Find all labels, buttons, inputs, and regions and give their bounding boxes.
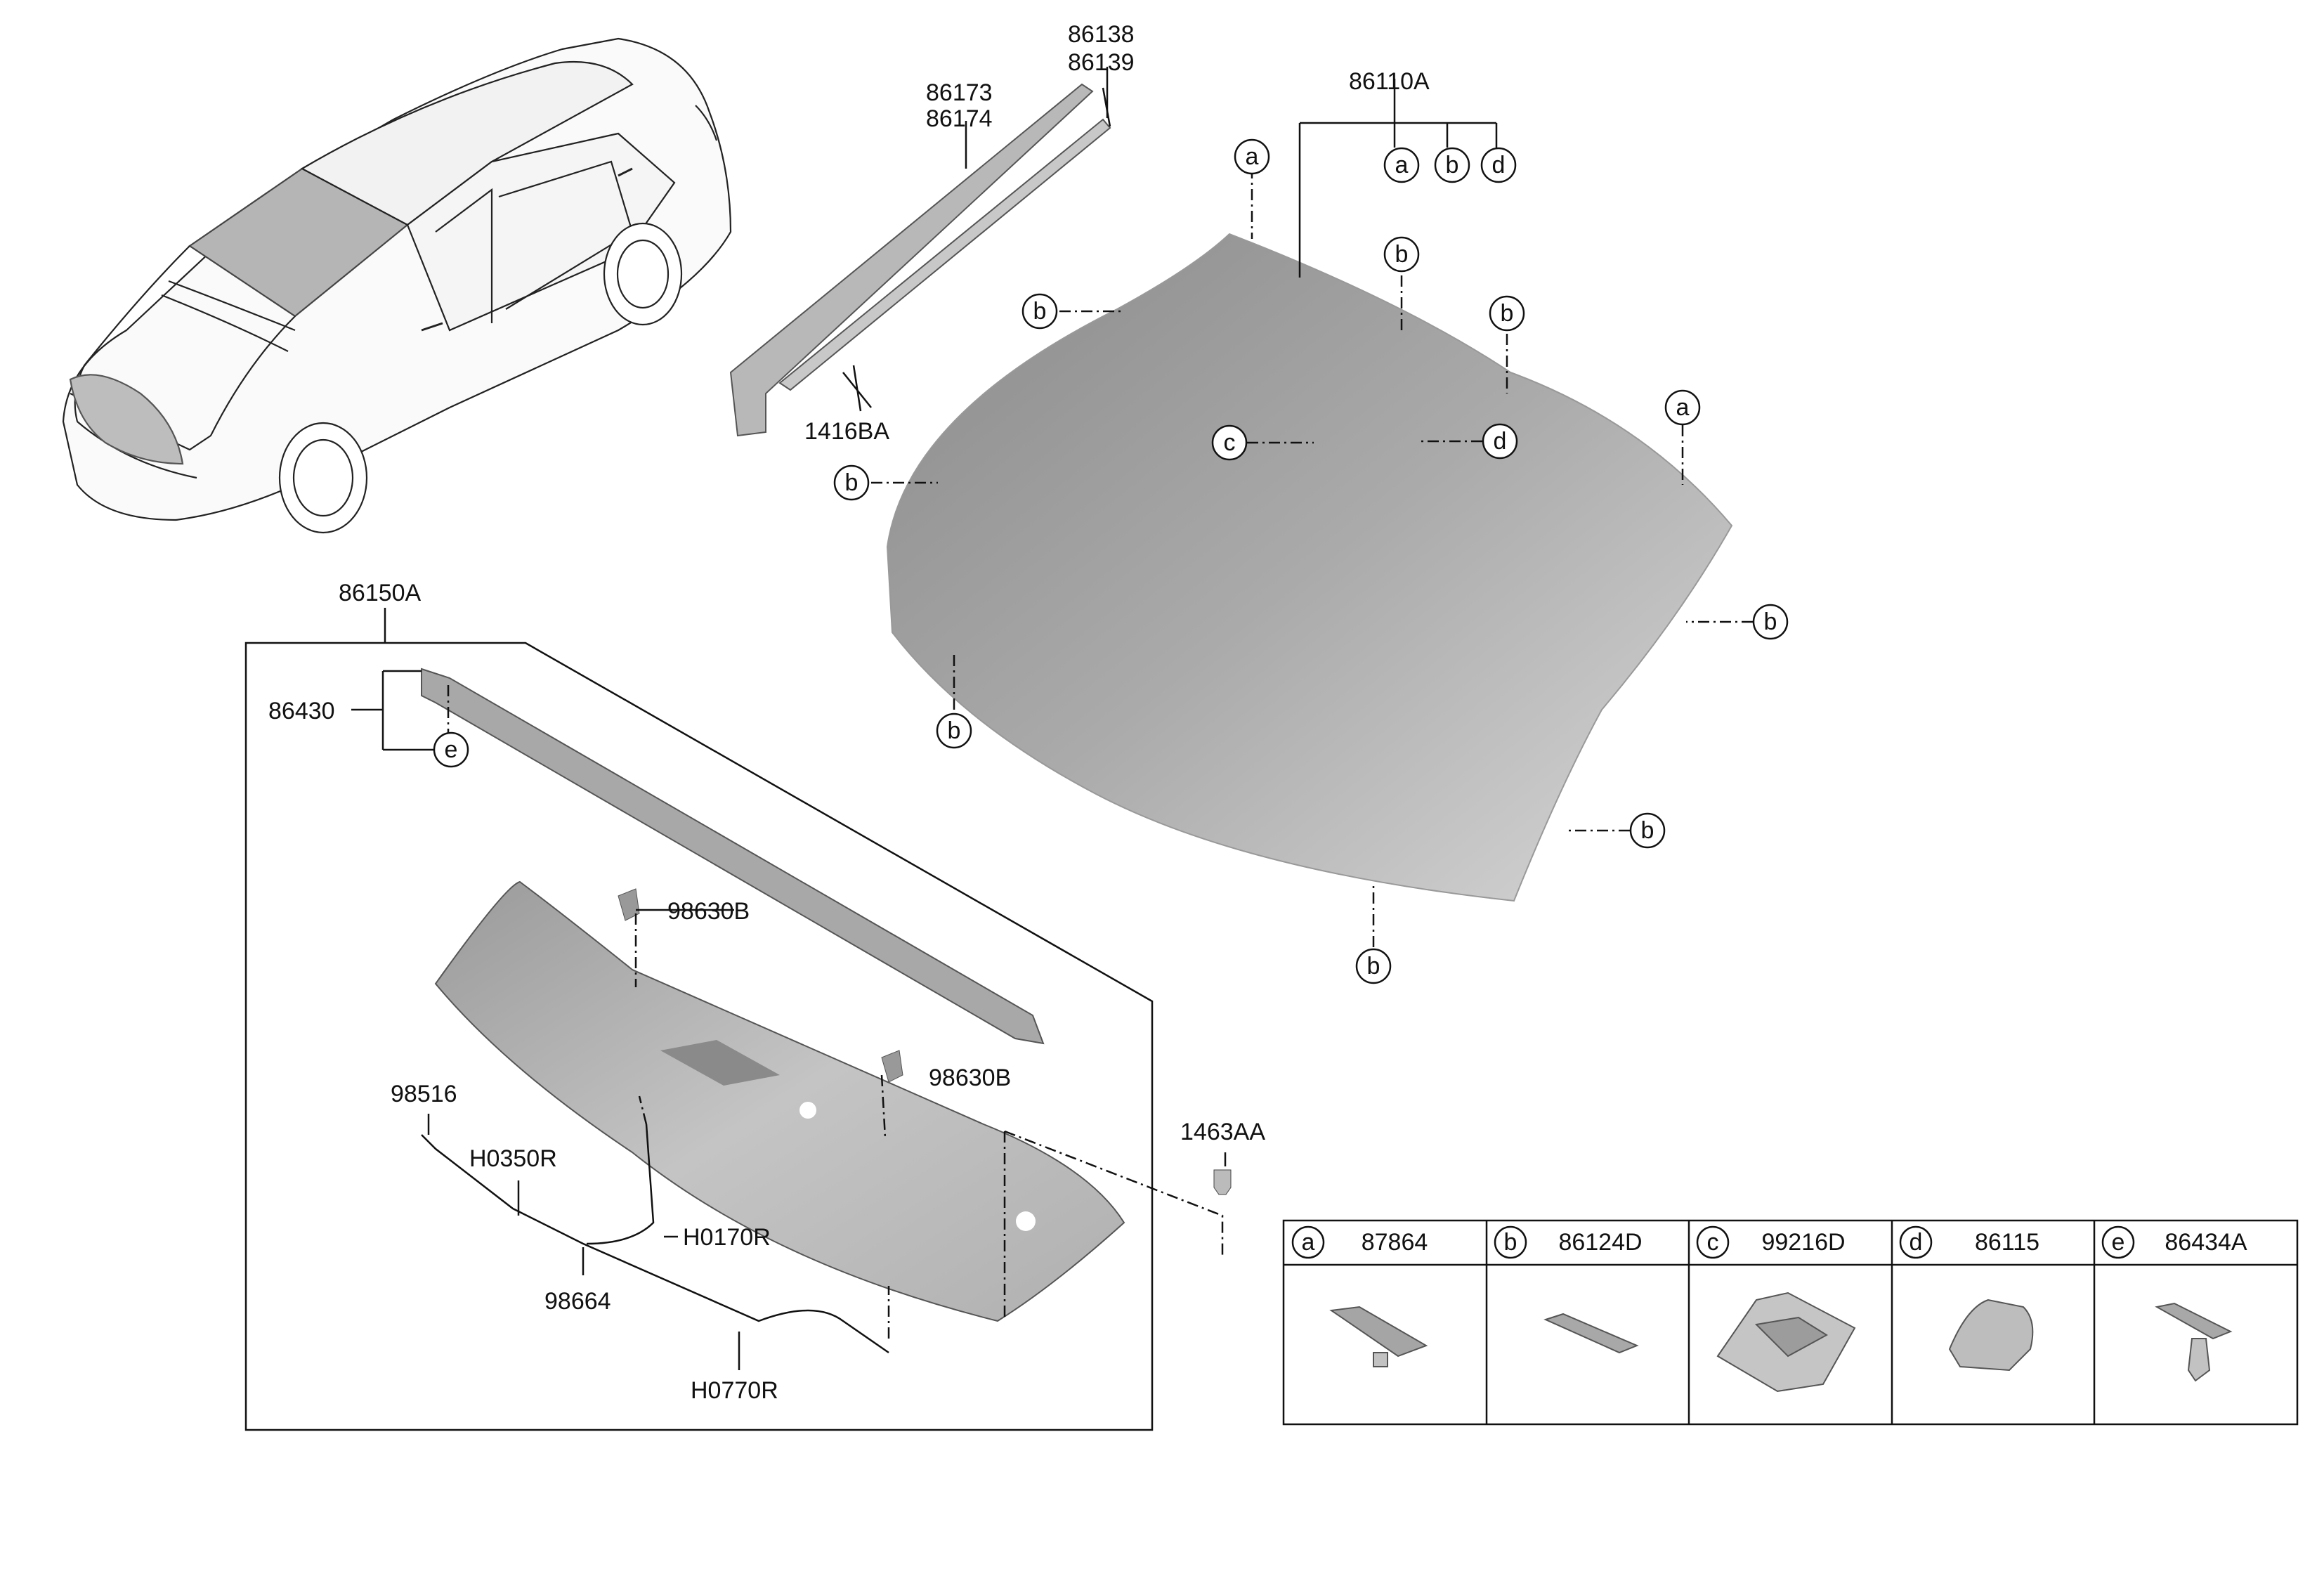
- callout-b: b: [1446, 152, 1459, 178]
- callout-e: e: [445, 736, 458, 763]
- label-98516: 98516: [391, 1081, 457, 1107]
- legend-letter-b: b: [1504, 1229, 1517, 1256]
- label-H0350R: H0350R: [469, 1145, 557, 1172]
- callout-b: b: [948, 717, 961, 744]
- callout-b: b: [1033, 298, 1047, 325]
- leader-lines: [351, 67, 1753, 1370]
- part-image-86434A: [2155, 1302, 2233, 1382]
- callout-a: a: [1676, 394, 1690, 421]
- label-1416BA: 1416BA: [804, 418, 889, 445]
- legend-letter-d: d: [1910, 1229, 1923, 1256]
- label-86430: 86430: [268, 698, 335, 724]
- part-image-86124D: [1543, 1313, 1639, 1354]
- legend-letter-a: a: [1302, 1229, 1315, 1256]
- label-86150A: 86150A: [339, 580, 422, 606]
- part-image-87864: [1329, 1306, 1428, 1367]
- label-H0770R: H0770R: [691, 1377, 778, 1404]
- legend-part-99216D: 99216D: [1761, 1229, 1845, 1256]
- label-86174: 86174: [926, 105, 993, 132]
- cowl-assembly-box: [244, 642, 1232, 1431]
- callout-d: d: [1492, 152, 1506, 178]
- legend-table: a 87864 b 86124D c 99216D d 86115 e 8643…: [1282, 1219, 2299, 1426]
- legend-part-86115: 86115: [1975, 1229, 2039, 1256]
- label-86173: 86173: [926, 79, 993, 106]
- label-1463AA: 1463AA: [1180, 1119, 1265, 1145]
- vehicle-illustration: [62, 37, 732, 534]
- callout-d: d: [1494, 428, 1507, 455]
- legend-letter-e: e: [2112, 1229, 2125, 1256]
- label-H0170R: H0170R: [683, 1224, 771, 1251]
- callout-b: b: [845, 469, 859, 496]
- roof-molding-strips: [729, 83, 1111, 437]
- callout-a: a: [1246, 143, 1259, 170]
- callout-circles: a b d a b b b a c d b b b b b e: [433, 138, 1789, 984]
- legend-letter-c: c: [1707, 1229, 1719, 1256]
- legend-part-87864: 87864: [1362, 1229, 1428, 1256]
- part-image-99216D: [1716, 1291, 1856, 1393]
- legend-part-86434A: 86434A: [2165, 1229, 2247, 1256]
- part-image-86115: [1948, 1299, 2034, 1372]
- windshield-glass: [886, 233, 1733, 902]
- label-86138: 86138: [1068, 21, 1135, 48]
- callout-b: b: [1641, 817, 1654, 844]
- callout-b: b: [1501, 300, 1514, 327]
- part-number-labels: 86138 86139 86173 86174 86110A 1416BA 86…: [268, 21, 1430, 1404]
- callout-b: b: [1764, 608, 1777, 635]
- label-98664: 98664: [544, 1288, 611, 1315]
- callout-b: b: [1395, 241, 1409, 268]
- callout-a: a: [1395, 152, 1409, 178]
- label-98630B-upper: 98630B: [667, 898, 750, 925]
- label-86110A: 86110A: [1349, 68, 1430, 95]
- label-98630B-lower: 98630B: [929, 1065, 1011, 1091]
- callout-b: b: [1367, 953, 1380, 980]
- callout-c: c: [1224, 429, 1236, 456]
- label-86139: 86139: [1068, 49, 1135, 76]
- legend-part-86124D: 86124D: [1558, 1229, 1642, 1256]
